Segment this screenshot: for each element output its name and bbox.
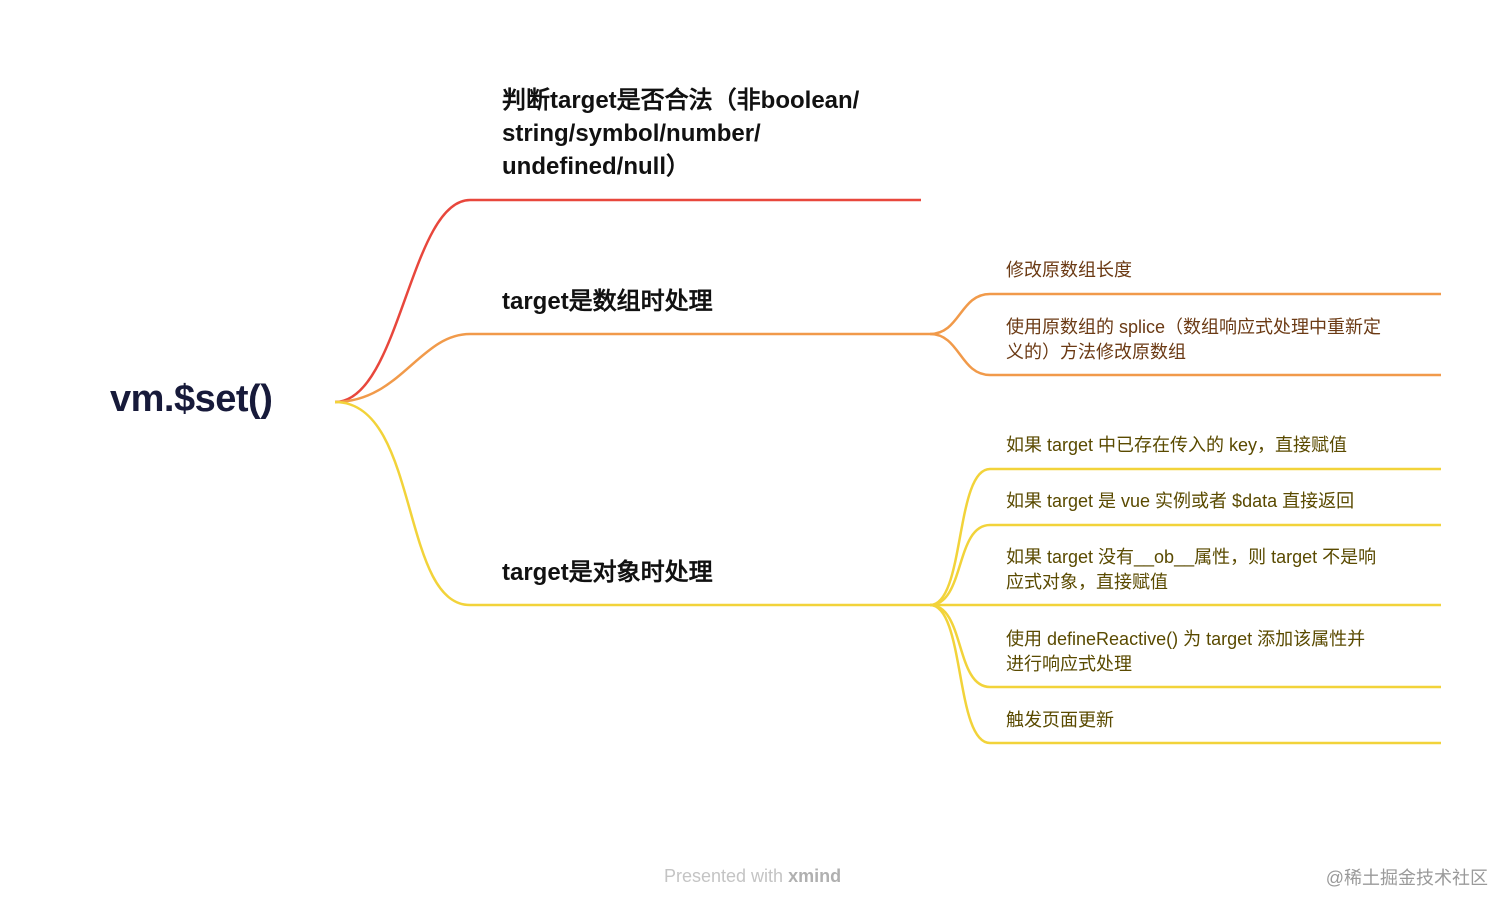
- connector-branch-array: [334, 332, 930, 404]
- connector-object-leaf-1: [929, 467, 1441, 607]
- root-topic[interactable]: vm.$set(): [110, 378, 273, 420]
- leaf-modify-length[interactable]: 修改原数组长度: [1006, 258, 1132, 283]
- leaf-define-reactive[interactable]: 使用 defineReactive() 为 target 添加该属性并 进行响应…: [1006, 627, 1365, 677]
- connector-object-leaf-4: [929, 603, 1441, 689]
- leaf-line: 触发页面更新: [1006, 710, 1114, 730]
- leaf-use-splice[interactable]: 使用原数组的 splice（数组响应式处理中重新定 义的）方法修改原数组: [1006, 315, 1381, 365]
- leaf-key-exists[interactable]: 如果 target 中已存在传入的 key，直接赋值: [1006, 433, 1347, 458]
- connector-branch-object: [334, 400, 930, 607]
- leaf-line: 使用 defineReactive() 为 target 添加该属性并: [1006, 629, 1366, 649]
- footer-brand: xmind: [788, 866, 842, 886]
- presented-with-footer: Presented with xmind: [664, 866, 841, 887]
- leaf-line: 义的）方法修改原数组: [1006, 342, 1186, 362]
- branch-label-line: undefined/null）: [502, 153, 690, 180]
- connector-array-leaf-1: [929, 292, 1441, 336]
- branch-label-line: string/symbol/number/: [502, 120, 761, 147]
- branch-object-handling[interactable]: target是对象时处理: [502, 559, 713, 586]
- leaf-line: 如果 target 没有__ob__属性，则 target 不是响: [1006, 547, 1377, 567]
- connector-array-leaf-2: [929, 332, 1441, 377]
- leaf-line: 进行响应式处理: [1006, 654, 1132, 674]
- leaf-line: 如果 target 是 vue 实例或者 $data 直接返回: [1006, 491, 1355, 511]
- branch-label-line: 判断target是否合法（非boolean/: [502, 87, 860, 114]
- branch-validity-check[interactable]: 判断target是否合法（非boolean/ string/symbol/num…: [502, 84, 859, 183]
- footer-prefix: Presented with: [664, 866, 784, 886]
- watermark: @稀土掘金技术社区: [1325, 868, 1488, 888]
- leaf-no-ob[interactable]: 如果 target 没有__ob__属性，则 target 不是响 应式对象，直…: [1006, 545, 1376, 595]
- connector-object-leaf-2: [929, 523, 1441, 607]
- connector-branch-validity: [334, 198, 921, 404]
- leaf-line: 使用原数组的 splice（数组响应式处理中重新定: [1006, 317, 1382, 337]
- branch-array-handling[interactable]: target是数组时处理: [502, 288, 713, 315]
- leaf-vue-instance[interactable]: 如果 target 是 vue 实例或者 $data 直接返回: [1006, 489, 1354, 514]
- leaf-line: 如果 target 中已存在传入的 key，直接赋值: [1006, 435, 1348, 455]
- leaf-line: 修改原数组长度: [1006, 260, 1132, 280]
- connector-object-leaf-5: [929, 603, 1441, 745]
- leaf-trigger-update[interactable]: 触发页面更新: [1006, 708, 1114, 733]
- leaf-line: 应式对象，直接赋值: [1006, 572, 1168, 592]
